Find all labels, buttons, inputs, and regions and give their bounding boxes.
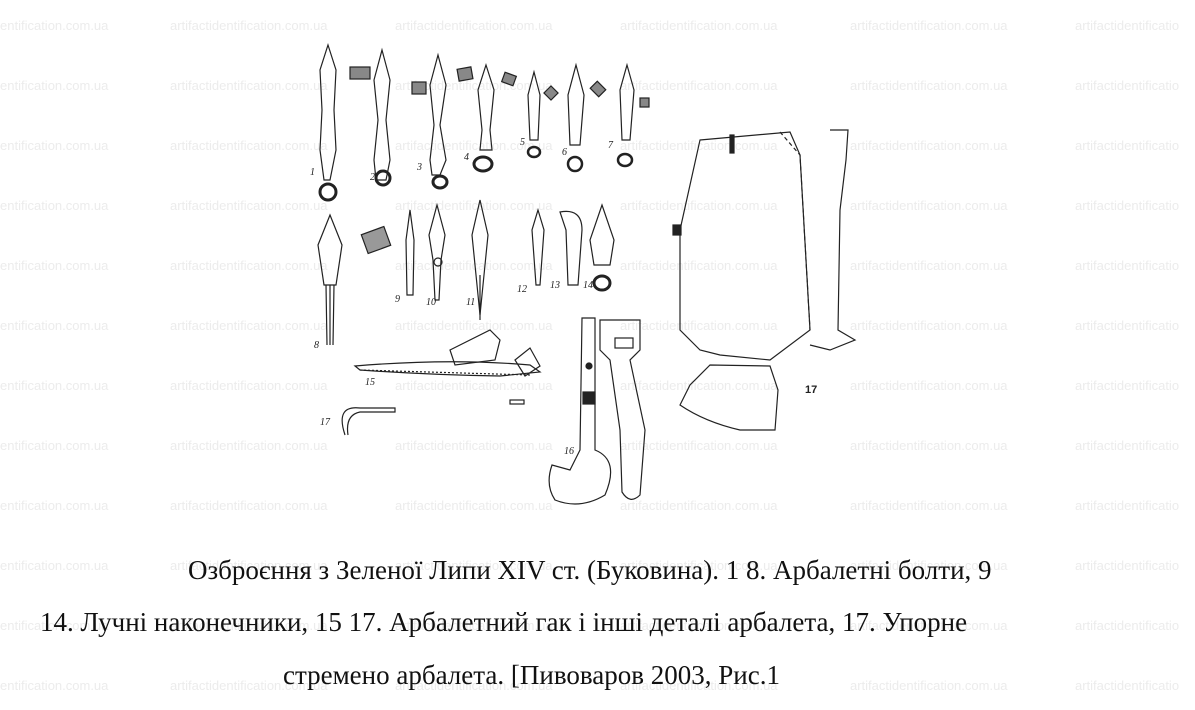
watermark-text: entification.com.ua	[0, 498, 109, 513]
watermark-text: entification.com.ua	[0, 18, 109, 33]
section-4	[500, 71, 518, 87]
bolt-5	[526, 69, 542, 159]
watermark-text: entification.com.ua	[0, 678, 109, 693]
watermark-text: entification.com.ua	[0, 258, 109, 273]
section-7	[639, 97, 650, 108]
num-10: 10	[426, 297, 436, 308]
num-9: 9	[395, 294, 400, 305]
num-17-stirrup: 17	[805, 384, 817, 396]
num-13: 13	[550, 280, 560, 291]
num-5: 5	[520, 137, 525, 148]
num-1: 1	[310, 167, 315, 178]
watermark-text: entification.com.ua	[0, 198, 109, 213]
num-7: 7	[608, 140, 614, 151]
watermark-text: entification.com.ua	[0, 318, 109, 333]
watermark-text: entification.com.ua	[0, 138, 109, 153]
watermark-text: artifactidentificatio	[1075, 18, 1180, 33]
part-17-hook	[341, 407, 396, 436]
section-8	[360, 225, 392, 255]
bolt-2	[373, 47, 392, 187]
num-4: 4	[464, 152, 469, 163]
bolt-4	[472, 63, 495, 173]
arrowhead-14	[589, 203, 615, 292]
watermark-text: artifactidentificatio	[1075, 258, 1180, 273]
num-2: 2	[370, 172, 375, 183]
watermark-text: artifactidentificatio	[1075, 198, 1180, 213]
num-14: 14	[583, 280, 593, 291]
part-16	[548, 317, 646, 505]
part-17-stirrup	[672, 129, 857, 431]
watermark-text: artifactidentification.com.ua	[850, 678, 1008, 693]
bolt-3	[429, 52, 449, 190]
num-3: 3	[416, 162, 422, 173]
num-16: 16	[564, 446, 574, 457]
num-15: 15	[365, 377, 375, 388]
watermark-text: artifactidentificatio	[1075, 438, 1180, 453]
arrowhead-13	[559, 210, 583, 286]
caption-line-1: Озброєння з Зеленої Липи XIV ст. (Букови…	[188, 555, 992, 585]
watermark-text: artifactidentificatio	[1075, 498, 1180, 513]
section-5	[543, 85, 559, 101]
section-2	[411, 81, 427, 95]
watermark-text: entification.com.ua	[0, 78, 109, 93]
arrowhead-12	[531, 207, 545, 286]
artifact-drawing: 1 2 3 4 5 6 7 8 9 10 11 12 13 14 15 16 1…	[310, 43, 857, 505]
num-6: 6	[562, 147, 567, 158]
arrowhead-11	[471, 199, 489, 320]
watermark-text: artifactidentificatio	[1075, 378, 1180, 393]
watermark-text: artifactidentificatio	[1075, 618, 1180, 633]
arrowhead-9	[405, 209, 415, 296]
watermark-text: artifactidentificatio	[1075, 318, 1180, 333]
watermark-text: entification.com.ua	[0, 378, 109, 393]
section-3	[456, 66, 474, 82]
bolt-6	[566, 62, 585, 173]
arrowhead-10	[428, 202, 446, 301]
watermark-text: entification.com.ua	[0, 558, 109, 573]
part-15	[353, 329, 542, 405]
section-1	[349, 66, 371, 80]
num-8: 8	[314, 340, 319, 351]
watermark-text: artifactidentificatio	[1075, 78, 1180, 93]
section-6	[589, 80, 607, 98]
num-11: 11	[466, 297, 475, 308]
watermark-text: artifactidentificatio	[1075, 558, 1180, 573]
bolt-8	[317, 213, 343, 346]
caption-line-2: 14. Лучні наконечники, 15 17. Арбалетний…	[40, 607, 968, 637]
figure-numbers: 1 2 3 4 5 6 7 8 9 10 11 12 13 14 15 16 1…	[310, 137, 817, 457]
num-17-hook: 17	[320, 417, 331, 428]
bolt-1	[318, 43, 338, 202]
watermark-text: entification.com.ua	[0, 438, 109, 453]
watermark-text: artifactidentificatio	[1075, 138, 1180, 153]
caption-line-3: стремено арбалета. [Пивоваров 2003, Рис.…	[283, 660, 780, 690]
num-12: 12	[517, 284, 527, 295]
bolt-7	[616, 62, 635, 168]
watermark-text: artifactidentificatio	[1075, 678, 1180, 693]
